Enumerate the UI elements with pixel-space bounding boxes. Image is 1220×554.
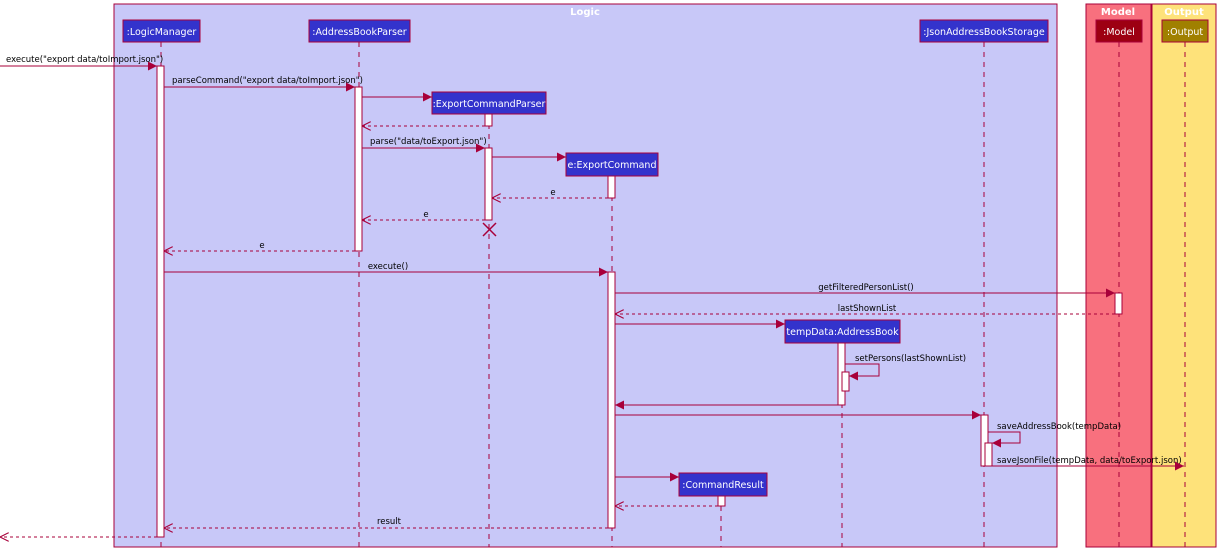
message-labels: execute("export data/toImport.json") par… bbox=[6, 55, 1182, 527]
label-execute: execute() bbox=[368, 262, 408, 272]
participant-command-result-label: :CommandResult bbox=[682, 480, 764, 491]
label-save-json-file: saveJsonFile(tempData, data/toExport.jso… bbox=[997, 456, 1182, 466]
model-box-title: Model bbox=[1101, 7, 1135, 18]
destroy-export-command-parser-icon bbox=[482, 222, 497, 237]
activation-temp-data-nested bbox=[841, 371, 850, 392]
messages bbox=[0, 61, 1184, 537]
logic-box-title: Logic bbox=[570, 7, 600, 18]
label-save-address-book: saveAddressBook(tempData) bbox=[997, 422, 1121, 432]
participant-storage: :JsonAddressBookStorage bbox=[919, 19, 1049, 43]
label-get-filtered-person-list: getFilteredPersonList() bbox=[818, 283, 914, 293]
participant-command-result: :CommandResult bbox=[678, 472, 768, 497]
participant-logic-manager-label: :LogicManager bbox=[127, 27, 197, 38]
participant-export-command-parser: :ExportCommandParser bbox=[431, 91, 547, 115]
participant-address-book-parser: :AddressBookParser bbox=[308, 19, 411, 43]
label-parse: parse("data/toExport.json") bbox=[370, 137, 487, 147]
participant-model-label: :Model bbox=[1103, 27, 1135, 38]
message-save-address-book bbox=[988, 431, 1021, 448]
participant-output-label: :Output bbox=[1167, 27, 1203, 38]
label-execute-in: execute("export data/toImport.json") bbox=[6, 55, 163, 65]
label-last-shown-list: lastShownList bbox=[838, 304, 897, 314]
participant-model: :Model bbox=[1095, 19, 1143, 43]
label-return-e-1: e bbox=[550, 188, 555, 198]
participant-logic-manager: :LogicManager bbox=[122, 19, 201, 43]
participant-storage-label: :JsonAddressBookStorage bbox=[923, 27, 1045, 38]
label-parse-command: parseCommand("export data/toImport.json"… bbox=[172, 76, 363, 86]
participant-export-command: e:ExportCommand bbox=[565, 152, 659, 177]
activation-export-command-2 bbox=[607, 271, 616, 529]
participant-temp-data-label: tempData:AddressBook bbox=[786, 327, 899, 338]
activation-address-book-parser bbox=[354, 86, 363, 252]
participant-export-command-label: e:ExportCommand bbox=[568, 160, 657, 171]
activation-export-command-parser-1 bbox=[484, 113, 493, 127]
activation-export-command-1 bbox=[607, 175, 616, 199]
logic-box: Logic bbox=[113, 3, 1058, 548]
activation-model bbox=[1114, 292, 1123, 315]
participant-output: :Output bbox=[1161, 19, 1209, 43]
label-return-e-2: e bbox=[423, 210, 428, 220]
message-set-persons bbox=[845, 363, 880, 381]
participant-address-book-parser-label: :AddressBookParser bbox=[312, 27, 407, 38]
participant-export-command-parser-label: :ExportCommandParser bbox=[433, 99, 546, 110]
activation-command-result bbox=[717, 495, 726, 507]
participant-temp-data: tempData:AddressBook bbox=[784, 319, 901, 344]
output-box-title: Output bbox=[1164, 7, 1204, 18]
activation-logic-manager bbox=[156, 65, 165, 538]
label-set-persons: setPersons(lastShownList) bbox=[855, 354, 966, 364]
output-box: Output bbox=[1151, 3, 1217, 548]
label-result: result bbox=[377, 517, 402, 527]
activation-export-command-parser-2 bbox=[484, 147, 493, 221]
activation-bars bbox=[156, 65, 1123, 538]
label-return-e-3: e bbox=[259, 241, 264, 251]
activation-storage-nested bbox=[984, 442, 993, 467]
